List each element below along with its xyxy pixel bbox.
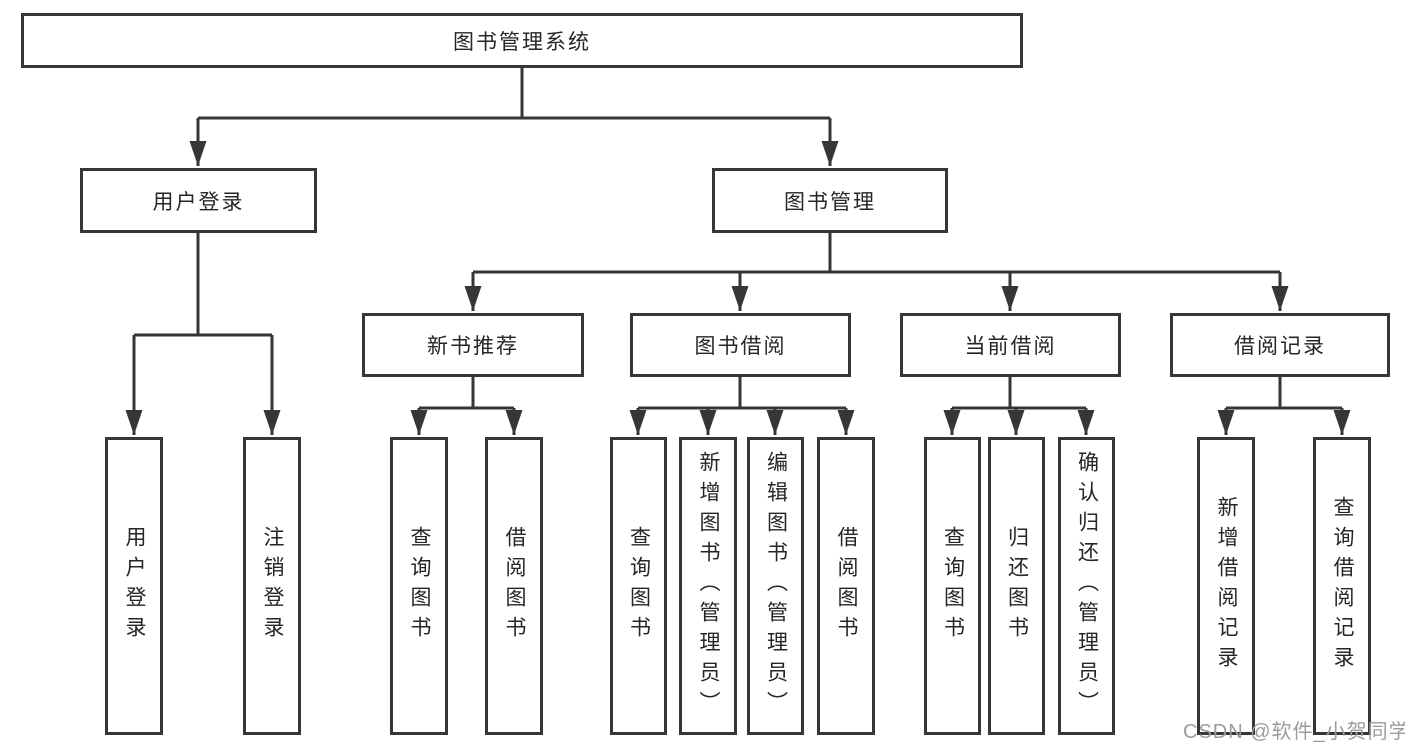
leaf-bb-edit-books-admin-label: 编辑图书（管理员） — [764, 451, 788, 721]
node-user-login: 用户登录 — [80, 168, 317, 233]
leaf-nbr-borrow-books-label: 借阅图书 — [503, 526, 527, 646]
node-book-management: 图书管理 — [712, 168, 948, 233]
node-new-book-recommend: 新书推荐 — [362, 313, 584, 377]
leaf-nbr-query-books: 查询图书 — [390, 437, 448, 735]
leaf-cb-return-books: 归还图书 — [988, 437, 1045, 735]
leaf-bb-add-books-admin-label: 新增图书（管理员） — [697, 451, 721, 721]
leaf-user-login: 用户登录 — [105, 437, 163, 735]
leaf-br-add-record-label: 新增借阅记录 — [1215, 496, 1239, 676]
node-book-borrow: 图书借阅 — [630, 313, 851, 377]
leaf-logout: 注销登录 — [243, 437, 301, 735]
leaf-cb-confirm-return-admin: 确认归还（管理员） — [1058, 437, 1115, 735]
leaf-cb-query-books-label: 查询图书 — [941, 526, 965, 646]
leaf-cb-confirm-return-admin-label: 确认归还（管理员） — [1075, 451, 1099, 721]
leaf-cb-query-books: 查询图书 — [924, 437, 981, 735]
leaf-bb-add-books-admin: 新增图书（管理员） — [679, 437, 737, 735]
leaf-bb-query-books: 查询图书 — [610, 437, 667, 735]
node-current-borrow: 当前借阅 — [900, 313, 1121, 377]
node-borrow-records: 借阅记录 — [1170, 313, 1390, 377]
leaf-cb-return-books-label: 归还图书 — [1005, 526, 1029, 646]
leaf-bb-query-books-label: 查询图书 — [627, 526, 651, 646]
leaf-br-add-record: 新增借阅记录 — [1197, 437, 1255, 735]
leaf-bb-borrow-books-label: 借阅图书 — [835, 526, 859, 646]
csdn-watermark: CSDN @软件_小贺同学 — [1183, 721, 1405, 743]
leaf-nbr-borrow-books: 借阅图书 — [485, 437, 543, 735]
leaf-bb-edit-books-admin: 编辑图书（管理员） — [747, 437, 804, 735]
leaf-bb-borrow-books: 借阅图书 — [817, 437, 875, 735]
leaf-br-query-record: 查询借阅记录 — [1313, 437, 1371, 735]
leaf-nbr-query-books-label: 查询图书 — [408, 526, 432, 646]
node-root: 图书管理系统 — [21, 13, 1023, 68]
leaf-logout-label: 注销登录 — [261, 526, 285, 646]
leaf-br-query-record-label: 查询借阅记录 — [1331, 496, 1355, 676]
leaf-user-login-label: 用户登录 — [123, 526, 147, 646]
